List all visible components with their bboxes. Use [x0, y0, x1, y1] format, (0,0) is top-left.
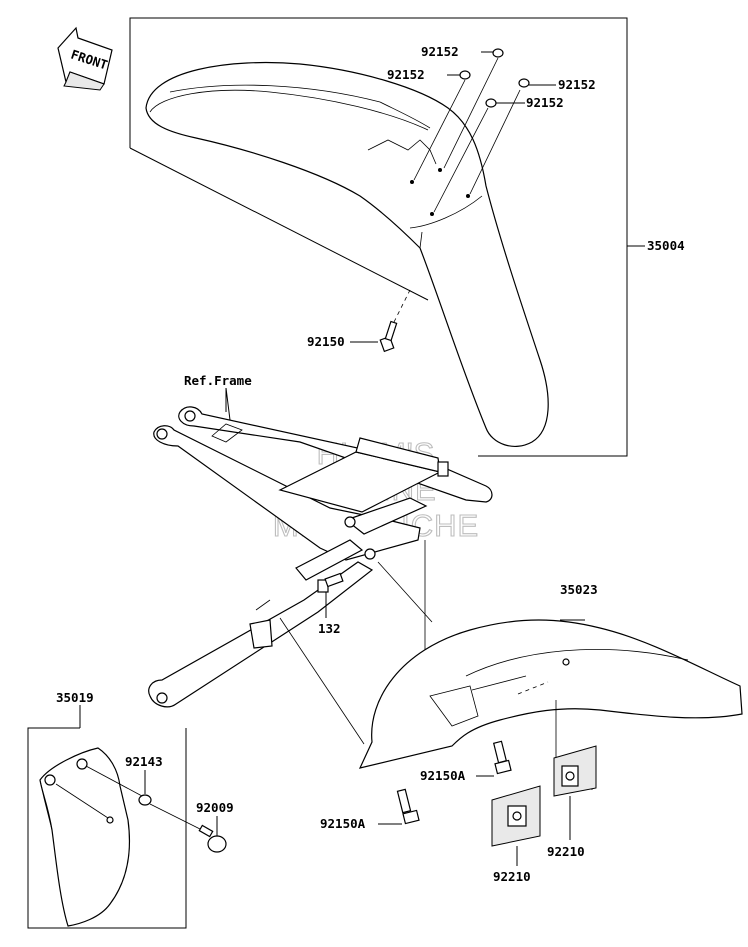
- label-35023: 35023: [560, 582, 598, 597]
- label-92150A-a: 92150A: [420, 768, 466, 783]
- rear-frame: [148, 387, 493, 708]
- label-35019: 35019: [56, 690, 94, 705]
- part-labels: 92152 92152 92152 92152 35004 92150 Ref.…: [56, 44, 685, 884]
- label-92152-a: 92152: [421, 44, 459, 59]
- front-fender-group: [129, 17, 628, 457]
- mudflap-group: [27, 705, 227, 929]
- rear-fender: [358, 619, 743, 769]
- clips-92210: [491, 745, 597, 866]
- label-92210-b: 92210: [493, 869, 531, 884]
- label-35004: 35004: [647, 238, 685, 253]
- rear-fender-group: [279, 540, 743, 790]
- label-92150: 92150: [307, 334, 345, 349]
- label-92143: 92143: [125, 754, 163, 769]
- bolt-92150: [350, 289, 411, 353]
- front-fender: [145, 61, 549, 447]
- label-92152-b: 92152: [387, 67, 425, 82]
- mud-flap: [39, 747, 130, 927]
- label-132: 132: [318, 621, 341, 636]
- label-92009: 92009: [196, 800, 234, 815]
- front-arrow-icon: FRONT: [57, 26, 113, 91]
- bolt-132: [317, 572, 344, 618]
- washers-92152: [413, 48, 556, 213]
- label-92210-a: 92210: [547, 844, 585, 859]
- label-ref-frame: Ref.Frame: [184, 373, 252, 388]
- bolts-92150A: [378, 740, 512, 825]
- label-92152-d: 92152: [526, 95, 564, 110]
- label-92152-c: 92152: [558, 77, 596, 92]
- front-fender-panel-border: [129, 17, 628, 457]
- label-92150A-b: 92150A: [320, 816, 366, 831]
